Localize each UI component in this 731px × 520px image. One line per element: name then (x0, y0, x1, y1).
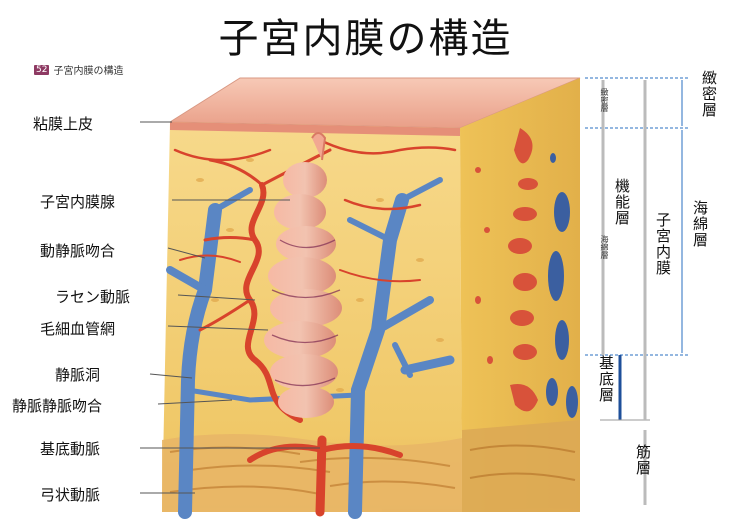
label-spongy-layer: 海綿層 (690, 200, 711, 248)
label-endometrium: 子宮内膜 (653, 212, 674, 276)
label-muscle-layer: 筋層 (633, 444, 654, 476)
label-venous-sinus: 静脈洞 (55, 364, 100, 385)
label-arteriovenous-anastomosis: 動静脈吻合 (40, 240, 115, 261)
label-mucosa-epithelium: 粘膜上皮 (33, 113, 93, 134)
label-spiral-artery: ラセン動脈 (55, 286, 130, 307)
label-basal-artery: 基底動脈 (40, 438, 100, 459)
label-functional-layer: 機能層 (612, 178, 633, 226)
guide-lines (585, 78, 690, 505)
label-endometrial-gland: 子宮内膜腺 (40, 191, 115, 212)
tiny-label-compact: 緻密層 (599, 88, 610, 112)
label-basal-layer: 基底層 (596, 355, 617, 403)
tiny-label-spongy: 海綿層 (599, 235, 610, 259)
label-compact-layer: 緻密層 (699, 70, 720, 118)
label-venovenous-anastomosis: 静脈静脈吻合 (12, 395, 102, 416)
label-arcuate-artery: 弓状動脈 (40, 484, 100, 505)
label-capillary-network: 毛細血管網 (40, 318, 115, 339)
